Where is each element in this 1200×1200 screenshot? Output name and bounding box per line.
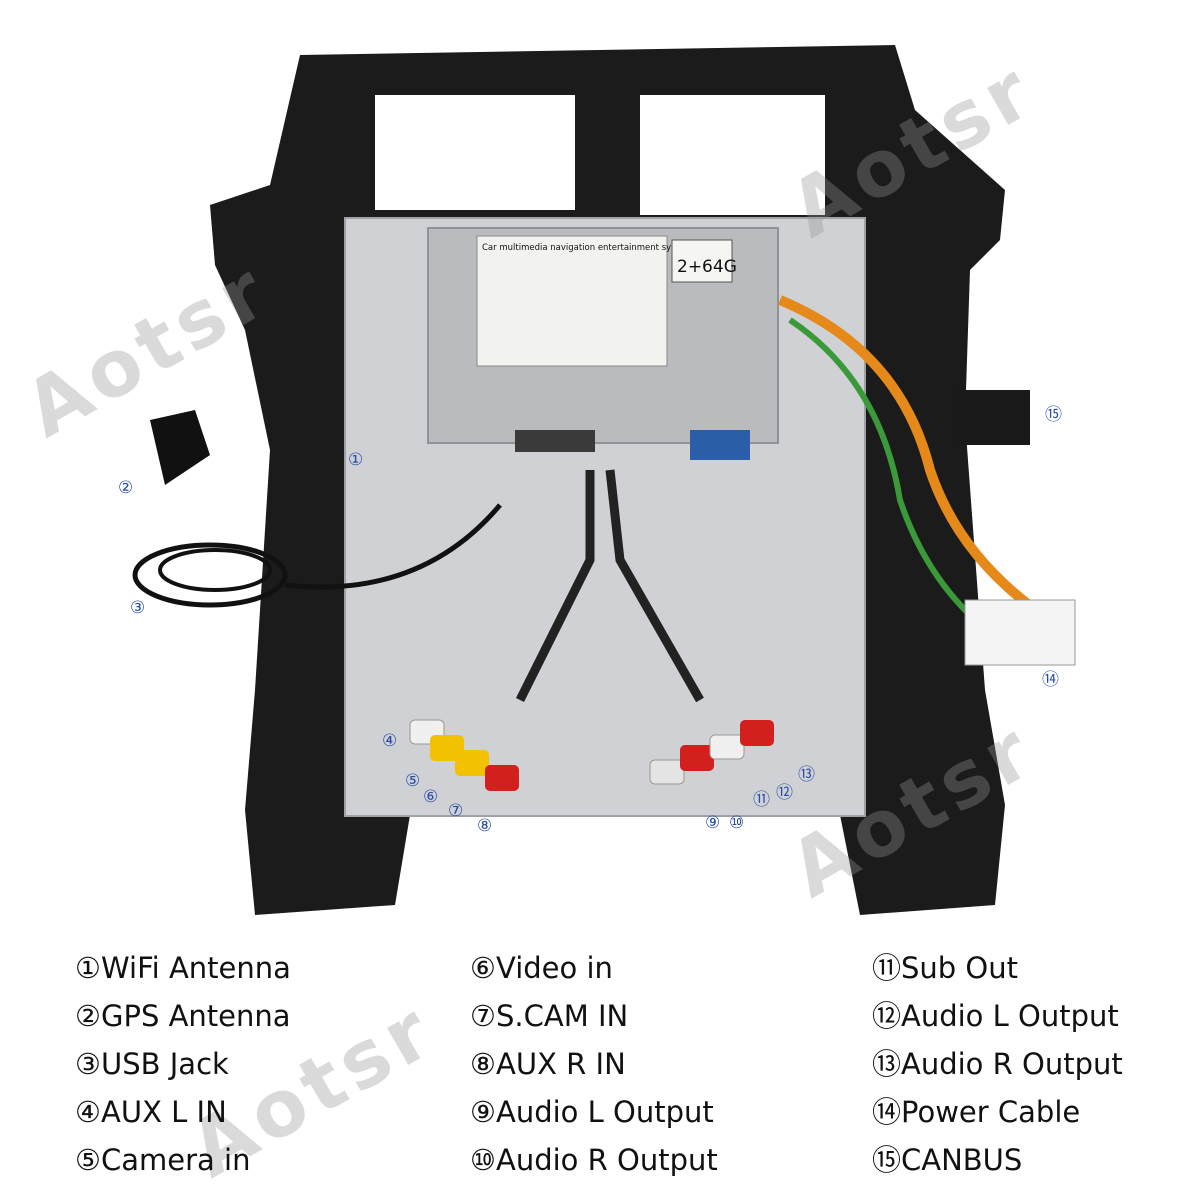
callout-1: ① (348, 450, 364, 470)
legend-column-1: ①WiFi Antenna ②GPS Antenna ③USB Jack ④AU… (75, 948, 291, 1188)
callout-4: ④ (382, 731, 398, 751)
callout-12: ⑫ (776, 783, 793, 803)
callout-10: ⑩ (729, 813, 745, 833)
connector-block (515, 430, 595, 452)
legend-item: ⑥Video in (470, 951, 613, 985)
rca-plug-red-3 (740, 720, 774, 746)
rca-plug-red (485, 765, 519, 791)
rca-plug-yellow-2 (455, 750, 489, 776)
legend-item: ⑫Audio L Output (872, 999, 1119, 1033)
box-title: Car multimedia navigation entertainment … (482, 243, 692, 253)
legend-item: ⑤Camera in (75, 1143, 251, 1177)
callout-9: ⑨ (705, 813, 721, 833)
usb-cable-coil (132, 542, 288, 608)
rca-plugs-left (409, 719, 519, 791)
legend-item: ⑩Audio R Output (470, 1143, 718, 1177)
frame-opening-left (375, 95, 575, 210)
legend-item: ⑭Power Cable (872, 1095, 1081, 1129)
memory-text: 2+64G (677, 257, 737, 277)
legend-item: ①WiFi Antenna (75, 951, 291, 985)
power-harness (778, 295, 1053, 625)
rca-bundle-right (605, 469, 704, 703)
callout-8: ⑧ (477, 816, 493, 836)
callout-13: ⑬ (798, 765, 815, 785)
callout-11: ⑪ (753, 790, 770, 810)
callout-7: ⑦ (448, 801, 464, 821)
legend-item: ②GPS Antenna (75, 999, 291, 1033)
spec-label (476, 235, 668, 367)
legend-item: ⑬Audio R Output (872, 1047, 1123, 1081)
legend-item: ⑪Sub Out (872, 951, 1018, 985)
callout-2: ② (118, 478, 134, 498)
power-connector (964, 599, 1076, 666)
legend-column-3: ⑪Sub Out ⑫Audio L Output ⑬Audio R Output… (872, 948, 1123, 1188)
legend-column-2: ⑥Video in ⑦S.CAM IN ⑧AUX R IN ⑨Audio L O… (470, 948, 718, 1188)
callout-15: ⑮ (1045, 405, 1062, 425)
legend-item: ④AUX L IN (75, 1095, 227, 1129)
legend-item: ⑦S.CAM IN (470, 999, 629, 1033)
legend-item: ⑧AUX R IN (470, 1047, 626, 1081)
rca-plug-white-2 (709, 734, 745, 760)
rca-bundle-left (515, 470, 595, 703)
legend-item: ③USB Jack (75, 1047, 229, 1081)
legend-item: ⑮CANBUS (872, 1143, 1023, 1177)
connector-block-right (690, 430, 750, 460)
callout-14: ⑭ (1042, 670, 1059, 690)
rca-plug-grey (649, 759, 685, 785)
callout-5: ⑤ (405, 771, 421, 791)
frame-opening-right (640, 95, 825, 215)
callout-3: ③ (130, 598, 146, 618)
rca-plug-red-2 (680, 745, 714, 771)
frame-bottom-gap (415, 820, 840, 920)
usb-cable (284, 503, 502, 590)
callout-6: ⑥ (423, 787, 439, 807)
rca-plugs-right (649, 720, 774, 785)
gps-antenna (150, 410, 210, 485)
usb-cable-coil-inner (158, 548, 272, 592)
product-photo: Car multimedia navigation entertainment … (132, 45, 1076, 920)
canbus-box (955, 390, 1030, 445)
power-harness-2 (788, 317, 1002, 643)
legend-item: ⑨Audio L Output (470, 1095, 714, 1129)
memory-label (671, 239, 733, 283)
